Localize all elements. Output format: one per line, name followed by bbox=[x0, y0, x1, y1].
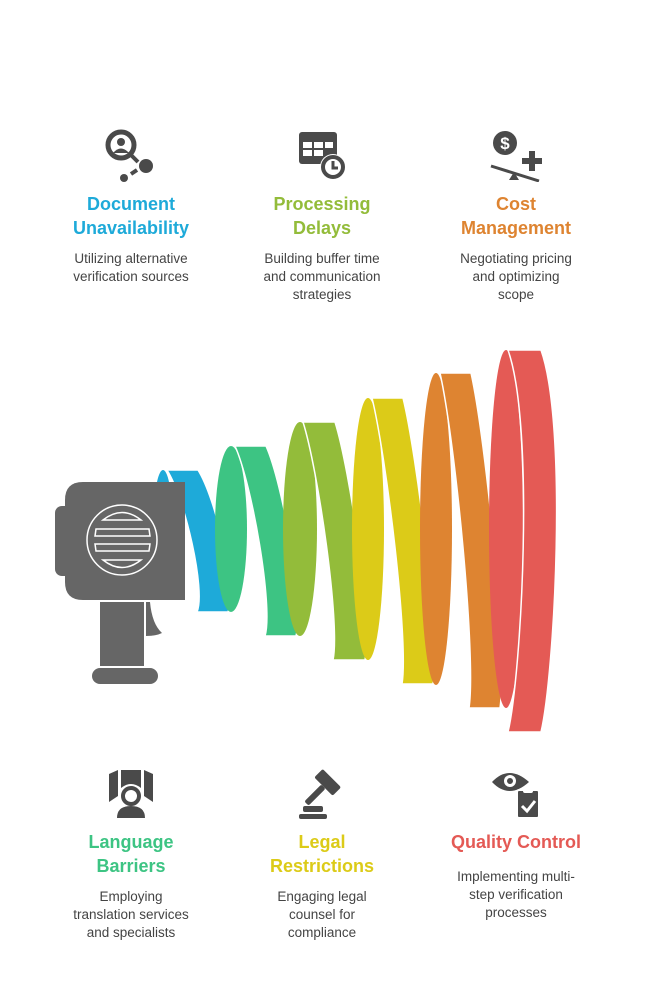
desc-line: Employing bbox=[99, 889, 163, 904]
eye-clipboard-check-icon bbox=[492, 773, 540, 819]
desc-line: and optimizing bbox=[472, 269, 560, 284]
sound-rings bbox=[153, 349, 558, 733]
title-line1: Language bbox=[88, 832, 174, 852]
gavel-icon bbox=[299, 769, 341, 819]
title-line2: Delays bbox=[292, 218, 352, 238]
title-line1: Cost bbox=[496, 194, 536, 214]
megaphone-icon bbox=[55, 482, 185, 684]
item-quality-control: Quality Control Implementing multi-step … bbox=[431, 766, 601, 922]
ring-band-red bbox=[506, 349, 558, 733]
title-line2: Unavailability bbox=[72, 218, 190, 238]
megaphone-grille bbox=[86, 504, 158, 576]
ring-cap-yellow bbox=[352, 398, 384, 660]
desc-line: strategies bbox=[292, 287, 352, 302]
svg-text:$: $ bbox=[500, 134, 510, 153]
megaphone-body bbox=[65, 482, 185, 600]
desc-line: compliance bbox=[287, 925, 357, 940]
desc-line: translation services bbox=[73, 907, 189, 922]
title-line2: Barriers bbox=[96, 856, 166, 876]
desc-line: counsel for bbox=[288, 907, 356, 922]
ring-cap-orange bbox=[420, 373, 452, 685]
ring-cap-olive bbox=[283, 422, 317, 636]
desc-line: verification sources bbox=[73, 269, 189, 284]
search-user-network-icon bbox=[105, 129, 153, 182]
desc-line: processes bbox=[485, 905, 547, 920]
ring-band-green bbox=[233, 445, 299, 637]
megaphone-base bbox=[92, 668, 158, 684]
title-line1: Legal bbox=[298, 832, 346, 852]
desc-line: scope bbox=[497, 287, 535, 302]
megaphone-trigger bbox=[146, 602, 162, 636]
ring-cap-red bbox=[489, 350, 523, 708]
title-line1: Processing bbox=[273, 194, 371, 214]
ring-band-orange bbox=[439, 372, 503, 709]
calendar-clock-icon bbox=[299, 132, 346, 180]
person-map-icon bbox=[109, 770, 153, 818]
dollar-balance-plus-icon: $ bbox=[490, 131, 542, 182]
desc-line: Negotiating pricing bbox=[460, 251, 572, 266]
desc-line: Engaging legal bbox=[277, 889, 367, 904]
ring-band-olive bbox=[301, 421, 368, 661]
title-line2: Management bbox=[460, 218, 572, 238]
desc-line: and specialists bbox=[86, 925, 176, 940]
desc-line: and communication bbox=[263, 269, 381, 284]
desc-line: Utilizing alternative bbox=[74, 251, 188, 266]
desc-line: Implementing multi- bbox=[457, 869, 575, 884]
title-line1: Quality Control bbox=[451, 832, 581, 852]
ring-band-yellow bbox=[371, 397, 436, 685]
desc-line: step verification bbox=[469, 887, 563, 902]
megaphone-handle bbox=[100, 602, 144, 666]
title-line1: Document bbox=[86, 194, 175, 214]
title-line2: Restrictions bbox=[269, 856, 375, 876]
desc-line: Building buffer time bbox=[264, 251, 380, 266]
ring-cap-green bbox=[215, 446, 247, 612]
